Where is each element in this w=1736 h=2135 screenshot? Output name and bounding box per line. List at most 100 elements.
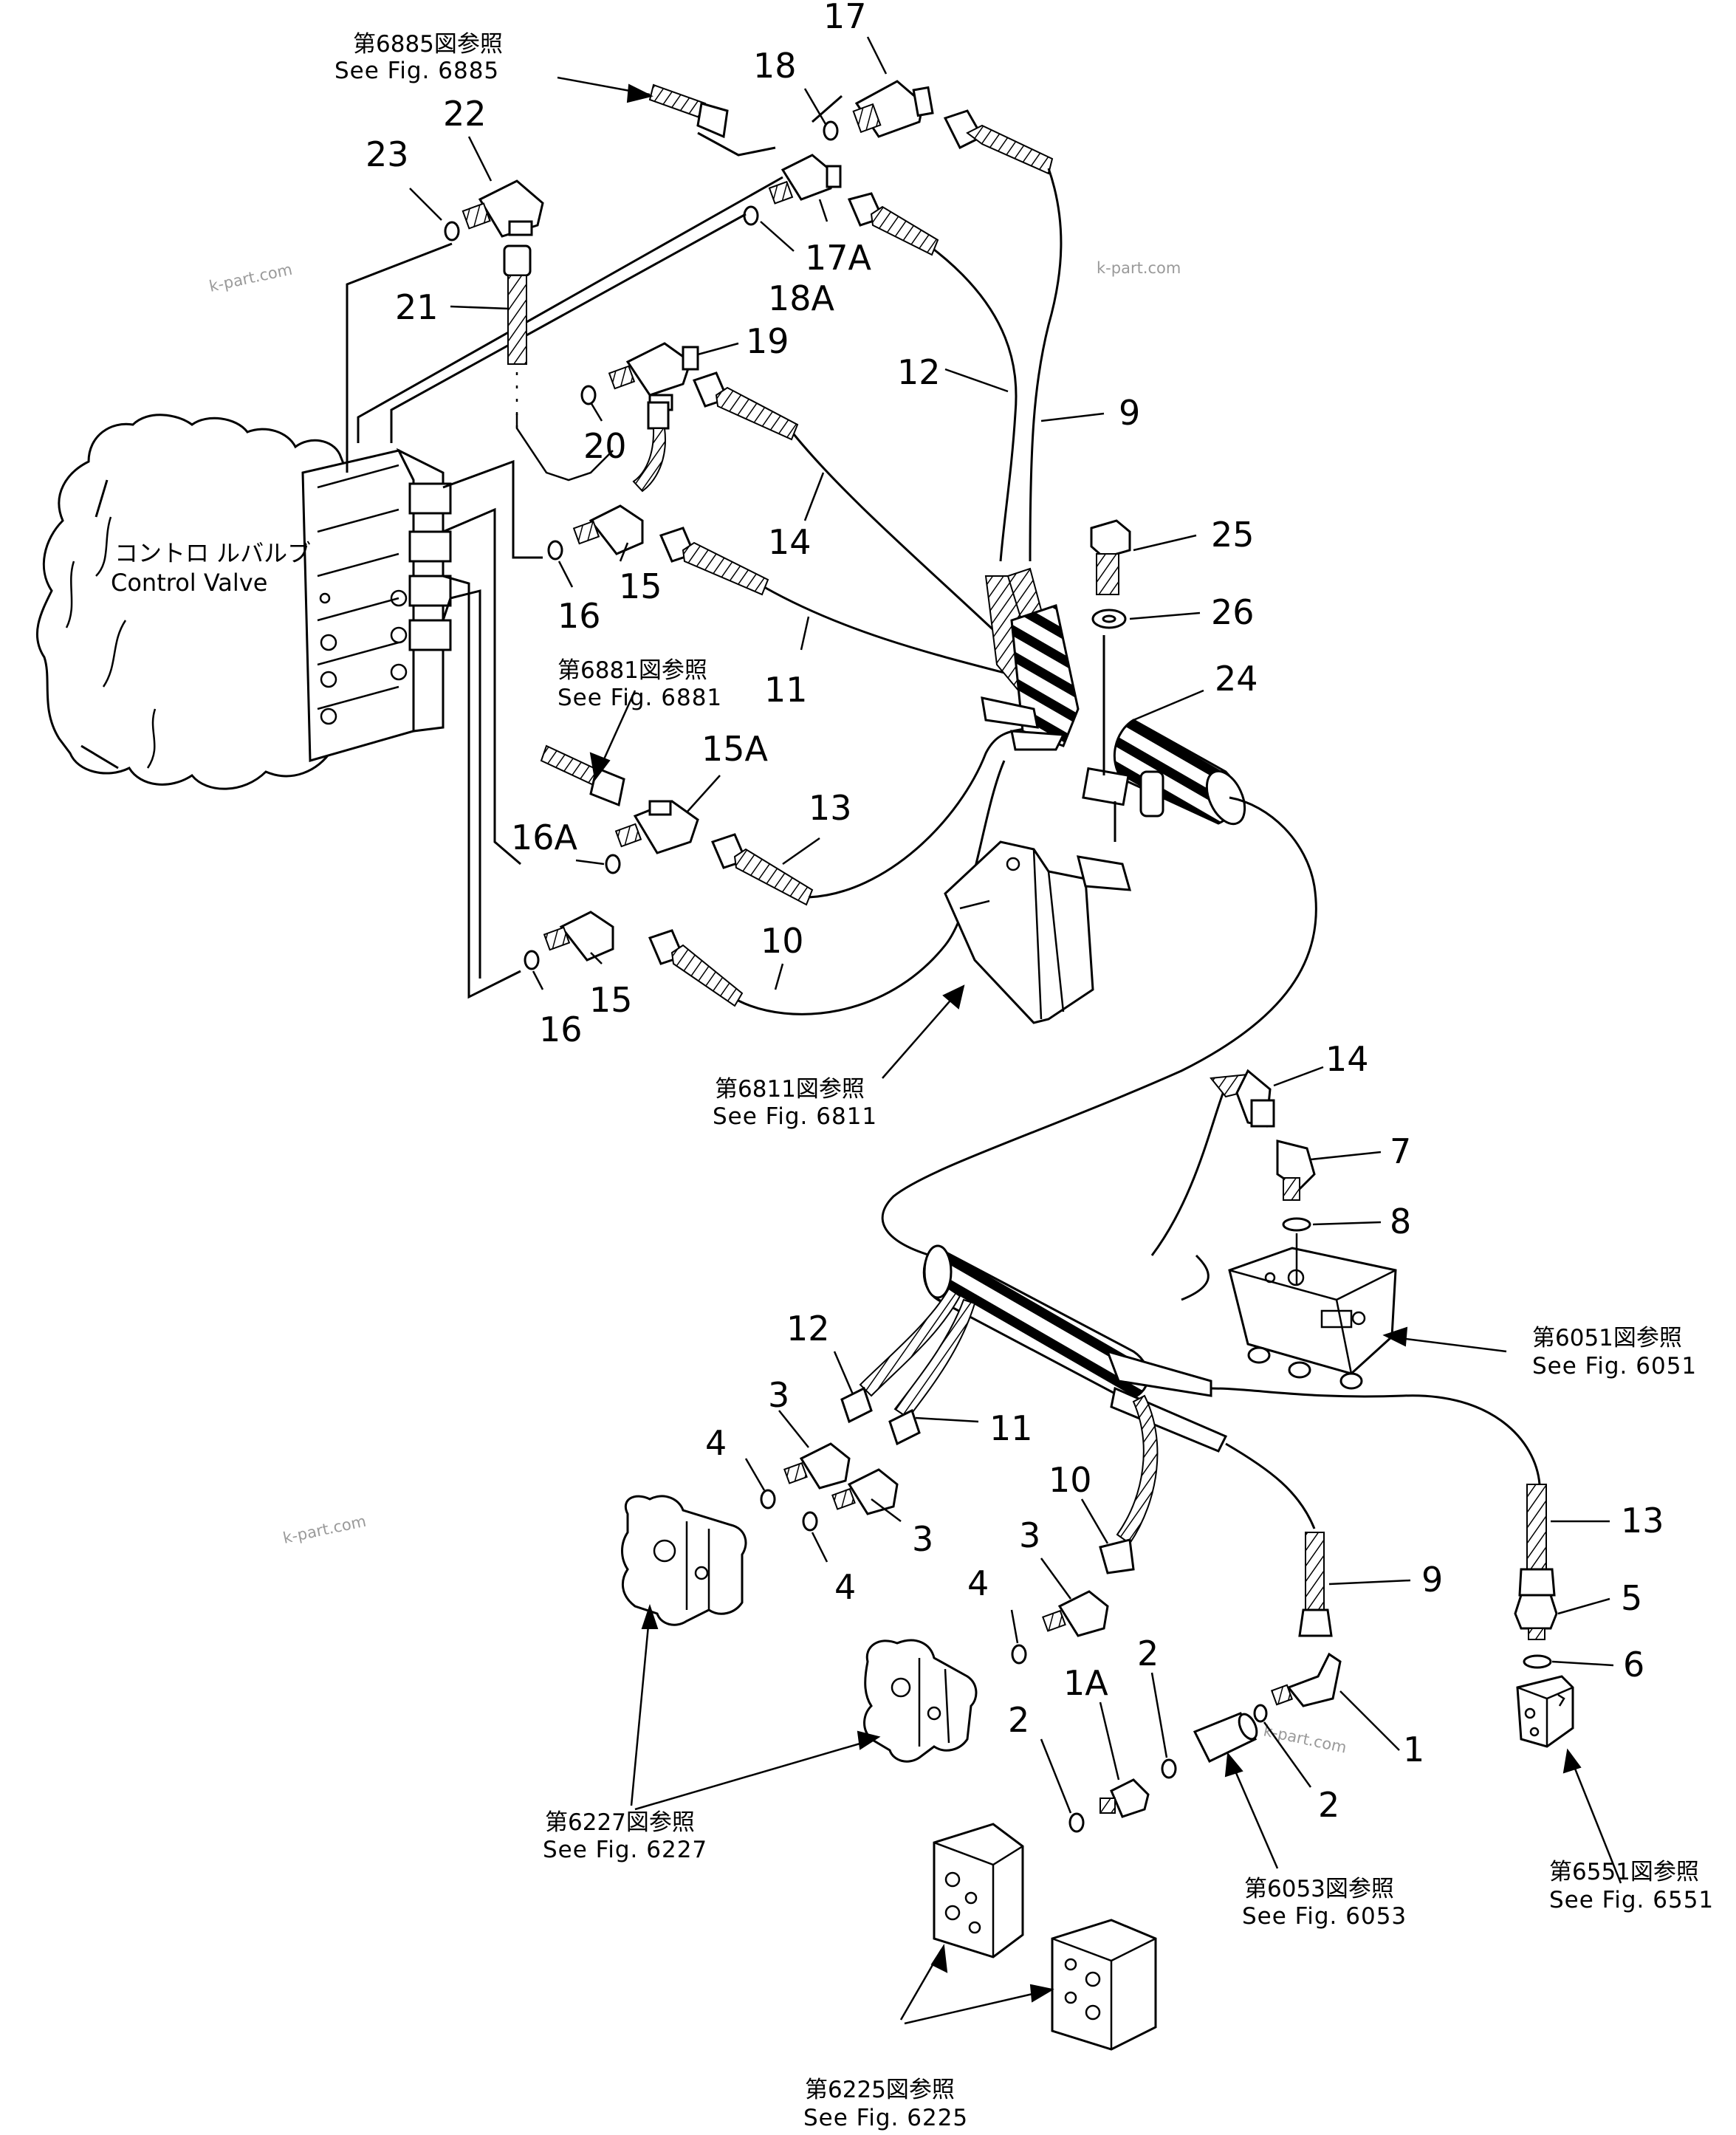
hose-end-6881 xyxy=(540,744,625,807)
part-number: 19 xyxy=(746,321,789,361)
part-number: 1 xyxy=(1403,1730,1424,1769)
hose-end-12-top xyxy=(847,192,939,256)
coupling-6053 xyxy=(1193,1712,1258,1763)
part-number: 5 xyxy=(1621,1578,1642,1618)
valve-block-6051 xyxy=(1228,1233,1397,1390)
o-ring-4-b xyxy=(802,1511,818,1532)
elbow-fitting-3-b xyxy=(831,1468,899,1515)
part-number: 17A xyxy=(805,238,872,278)
part-number: 12 xyxy=(786,1309,830,1348)
part-number: 18 xyxy=(753,46,797,86)
hose-end-12-lower xyxy=(840,1386,873,1424)
control-valve-body xyxy=(35,414,452,790)
part-number: 13 xyxy=(1621,1501,1664,1541)
part-number: 18A xyxy=(768,278,835,318)
assembly-lines-top xyxy=(346,95,843,999)
valve-6227-b xyxy=(863,1639,978,1763)
elbow-fitting-3-a xyxy=(783,1442,851,1490)
part-number: 2 xyxy=(1137,1634,1159,1673)
fitting-5 xyxy=(1514,1594,1558,1640)
part-number: 17 xyxy=(823,0,867,36)
part-number: 2 xyxy=(1318,1785,1339,1825)
mounting-bracket-6811 xyxy=(944,840,1132,1024)
part-number: 11 xyxy=(764,670,808,710)
part-number: 14 xyxy=(768,522,812,562)
bent-pipe-19 xyxy=(632,401,670,493)
part-number: 7 xyxy=(1390,1131,1411,1171)
control-valve-label-en: Control Valve xyxy=(111,569,267,597)
figure-ref-6885-jp: 第6885図参照 xyxy=(353,31,503,58)
part-number: 13 xyxy=(809,788,852,828)
part-number: 4 xyxy=(834,1567,856,1607)
elbow-fitting-1 xyxy=(1270,1652,1342,1707)
part-number: 23 xyxy=(366,134,409,174)
washer-26 xyxy=(1091,609,1127,629)
part-number: 15 xyxy=(589,980,633,1020)
hose-end-10-top xyxy=(648,929,744,1007)
elbow-fitting-7 xyxy=(1276,1140,1316,1201)
part-number: 4 xyxy=(705,1423,727,1463)
part-number: 1A xyxy=(1063,1663,1108,1703)
part-number: 20 xyxy=(583,426,627,466)
o-ring-16-lower xyxy=(524,950,540,970)
part-number: 3 xyxy=(768,1375,789,1415)
o-ring-20 xyxy=(580,385,597,405)
part-number: 9 xyxy=(1421,1560,1443,1600)
figure-ref-6881-en: See Fig. 6881 xyxy=(557,685,722,711)
part-number: 15A xyxy=(701,729,769,769)
figure-ref-6551-en: See Fig. 6551 xyxy=(1549,1887,1714,1913)
hose-end-9-top xyxy=(943,109,1054,175)
hose-end-6885 xyxy=(648,83,729,139)
part-number: 8 xyxy=(1390,1202,1411,1241)
o-ring-16A xyxy=(605,854,621,874)
valve-6227-a xyxy=(621,1495,747,1626)
figure-ref-6885-en: See Fig. 6885 xyxy=(334,58,499,84)
o-ring-8 xyxy=(1282,1217,1311,1232)
hose-bundle-lower xyxy=(859,1244,1541,1545)
o-ring-23 xyxy=(444,221,460,241)
part-number: 24 xyxy=(1215,659,1258,699)
figure-ref-6811-en: See Fig. 6811 xyxy=(713,1103,877,1130)
hose-bundle-upper xyxy=(738,168,1080,1015)
figure-ref-6881-jp: 第6881図参照 xyxy=(557,657,707,684)
tube-13-lower xyxy=(1518,1484,1556,1597)
part-number: 10 xyxy=(1049,1460,1092,1500)
leader-lines xyxy=(409,36,1614,1814)
o-ring-4-c xyxy=(1011,1644,1027,1665)
o-ring-16-upper xyxy=(547,540,563,561)
hose-end-14-top xyxy=(692,371,799,441)
figure-ref-6053-jp: 第6053図参照 xyxy=(1244,1876,1394,1902)
hose-end-10-lower xyxy=(1099,1538,1135,1574)
reference-arrows xyxy=(557,76,1622,2025)
hose-end-13-top xyxy=(710,833,814,906)
part-number: 11 xyxy=(989,1408,1033,1448)
hose-end-11-lower xyxy=(888,1408,921,1446)
watermark: k-part.com xyxy=(1262,1721,1348,1756)
figure-ref-6225-jp: 第6225図参照 xyxy=(805,2077,955,2103)
tube-21 xyxy=(503,244,532,365)
part-number: 21 xyxy=(395,287,439,327)
part-number: 3 xyxy=(912,1519,933,1559)
bolt-25 xyxy=(1090,519,1131,595)
watermark: k-part.com xyxy=(207,261,294,295)
hose-loop-14 xyxy=(1150,1085,1227,1256)
clamp-bracket xyxy=(1082,635,1164,842)
tee-fitting-19 xyxy=(608,342,699,411)
block-6551 xyxy=(1516,1675,1574,1748)
part-number: 2 xyxy=(1008,1700,1029,1740)
part-number: 4 xyxy=(967,1563,989,1603)
figure-ref-6051-en: See Fig. 6051 xyxy=(1532,1353,1697,1380)
elbow-fitting-17 xyxy=(852,80,934,138)
adapter-1A xyxy=(1099,1778,1150,1818)
part-number: 9 xyxy=(1119,393,1140,433)
part-number: 15 xyxy=(619,566,662,606)
watermark: k-part.com xyxy=(1097,259,1181,277)
hose-end-11-top xyxy=(659,527,769,596)
o-ring-18 xyxy=(823,120,839,141)
hose-end-14-lower xyxy=(1210,1069,1275,1128)
control-valve-label-jp: コントロ ルバルブ xyxy=(114,539,311,567)
hose-protector-24 xyxy=(1113,719,1246,826)
elbow-fitting-3-c xyxy=(1042,1590,1109,1637)
elbow-fitting-15-upper xyxy=(572,504,644,555)
block-6225-b xyxy=(1051,1919,1157,2051)
